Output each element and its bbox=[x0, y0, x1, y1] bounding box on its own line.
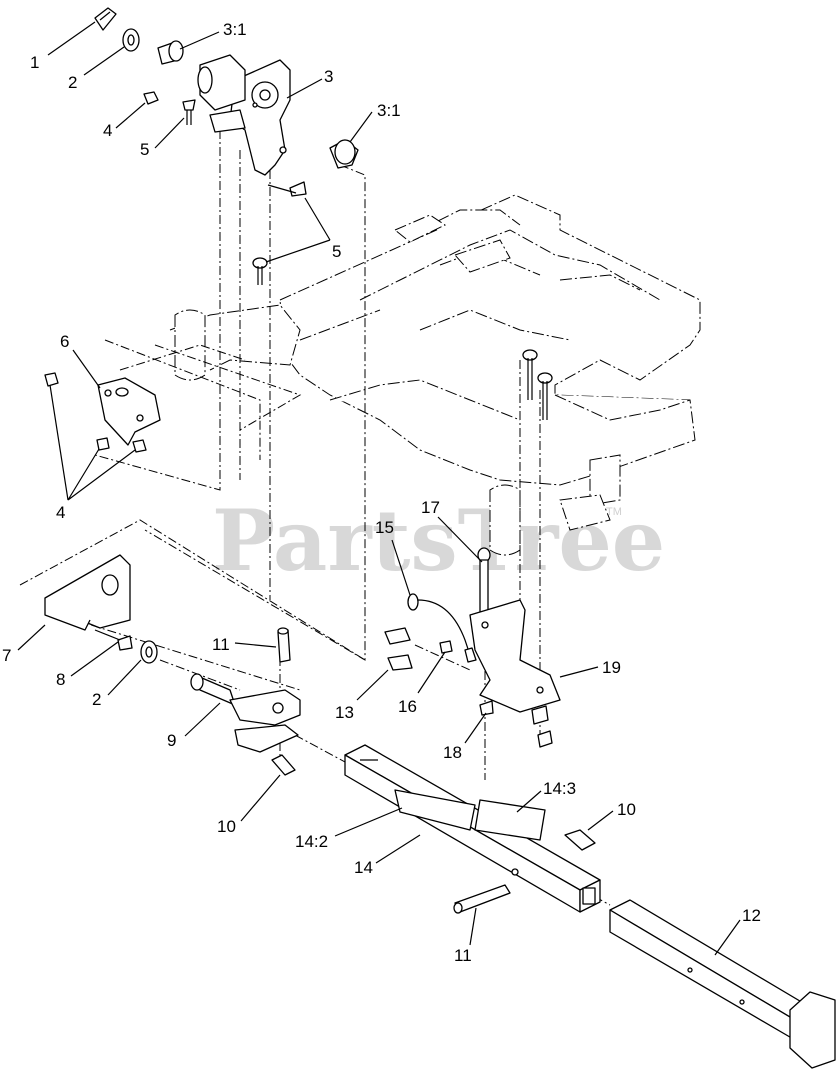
callout-7: 7 bbox=[2, 646, 11, 665]
callout-8: 8 bbox=[56, 670, 65, 689]
part-2-washer-top bbox=[122, 28, 140, 52]
part-13-decals bbox=[384, 627, 413, 671]
part-10-cotter-right bbox=[564, 829, 596, 851]
part-9-pivot bbox=[190, 673, 301, 753]
callout-17: 17 bbox=[421, 498, 440, 517]
callout-5: 5 bbox=[140, 140, 149, 159]
callout-2: 2 bbox=[68, 73, 77, 92]
part-11-pin-low bbox=[453, 884, 511, 914]
callout-1: 1 bbox=[30, 53, 39, 72]
part-5-bolt-low bbox=[252, 257, 268, 285]
part-6-plate bbox=[97, 377, 161, 446]
callout-11: 11 bbox=[212, 635, 230, 654]
callout-11: 11 bbox=[454, 946, 472, 965]
callout-18: 18 bbox=[443, 743, 462, 762]
part-2-washer-low bbox=[140, 640, 158, 664]
callout-2: 2 bbox=[92, 690, 101, 709]
part-5-bolt-mid bbox=[267, 181, 307, 197]
part-3-1-bushing-right bbox=[329, 139, 359, 169]
mower-frame bbox=[169, 194, 701, 556]
callout-5: 5 bbox=[332, 242, 341, 261]
callout-3-1: 3:1 bbox=[377, 101, 401, 120]
part-19-bracket bbox=[469, 599, 561, 713]
callout-4: 4 bbox=[56, 503, 65, 522]
callout-4: 4 bbox=[103, 121, 112, 140]
callout-19: 19 bbox=[602, 658, 621, 677]
carriage-bolts-right bbox=[522, 349, 553, 748]
callout-14-3: 14:3 bbox=[543, 779, 576, 798]
part-3-pivot-bracket bbox=[197, 54, 291, 176]
part-4-nuts-left bbox=[44, 372, 147, 453]
callout-13: 13 bbox=[335, 703, 354, 722]
callout-15: 15 bbox=[375, 518, 394, 537]
part-17-pin bbox=[477, 547, 491, 621]
part-12-tube bbox=[609, 899, 836, 1069]
part-3-1-bushing-top bbox=[157, 40, 184, 65]
part-7-bracket bbox=[44, 554, 131, 631]
watermark-tm: TM bbox=[606, 506, 622, 518]
callout-3: 3 bbox=[324, 67, 333, 86]
part-10-cotter-left bbox=[271, 754, 296, 776]
callout-10: 10 bbox=[617, 800, 636, 819]
leader-lines bbox=[17, 21, 741, 956]
part-5-bolt-top bbox=[182, 99, 196, 125]
callout-6: 6 bbox=[60, 332, 69, 351]
callout-9: 9 bbox=[167, 731, 176, 750]
part-8-bolt bbox=[94, 629, 133, 651]
part-18-bolt bbox=[479, 700, 494, 716]
callout-14: 14 bbox=[354, 858, 373, 877]
part-4-nut-top bbox=[143, 91, 159, 105]
callout-10: 10 bbox=[217, 817, 236, 836]
part-15-lanyard bbox=[407, 593, 477, 663]
part-1-hairpin bbox=[94, 7, 117, 31]
part-16-nut bbox=[439, 640, 453, 654]
callout-labels: 1 2 3:1 3 3:1 4 5 5 6 4 15 17 7 8 2 11 1… bbox=[2, 20, 761, 965]
callout-16: 16 bbox=[398, 697, 417, 716]
callout-12: 12 bbox=[742, 906, 761, 925]
callout-14-2: 14:2 bbox=[295, 832, 328, 851]
part-11-pin-top bbox=[277, 627, 291, 663]
callout-3-1: 3:1 bbox=[223, 20, 247, 39]
part-14-tube bbox=[344, 744, 601, 913]
